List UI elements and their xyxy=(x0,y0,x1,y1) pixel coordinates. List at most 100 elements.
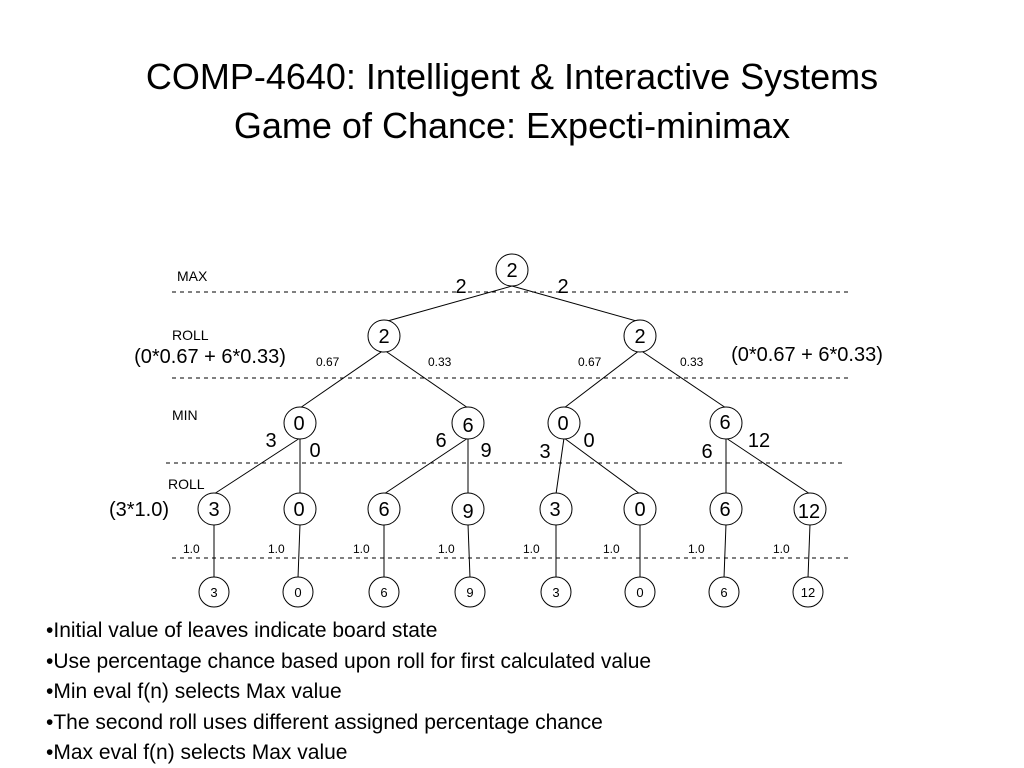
tree-edge xyxy=(723,523,727,579)
tree-node-roll xyxy=(623,319,657,353)
tree-edge xyxy=(807,523,811,579)
tree-edge xyxy=(639,349,727,409)
edge-value: 2 xyxy=(557,276,568,298)
level-label-min: MIN xyxy=(172,407,198,423)
tree-leaf xyxy=(282,576,314,608)
tree-leaf xyxy=(708,576,740,608)
node-value: 2 xyxy=(378,326,389,348)
slide-subtitle: Game of Chance: Expecti-minimax xyxy=(233,105,791,146)
node-value: 3 xyxy=(549,499,560,521)
edge-value: 3 xyxy=(539,441,550,463)
tree-node-roll xyxy=(367,492,401,526)
leaf-value: 12 xyxy=(801,585,815,600)
tree-edge xyxy=(467,523,471,579)
tree-node-roll xyxy=(197,492,231,526)
probability-label: 1.0 xyxy=(688,542,705,556)
bullet-item: Min eval f(n) selects Max value xyxy=(46,677,651,708)
leaf-value: 3 xyxy=(210,585,217,600)
node-value: 2 xyxy=(634,326,645,348)
probability-label: 1.0 xyxy=(268,542,285,556)
edge-value: 3 xyxy=(265,430,276,452)
edge-value: 6 xyxy=(435,430,446,452)
bullet-item: The second roll uses different assigned … xyxy=(46,708,651,739)
tree-edge xyxy=(563,349,641,409)
node-value: 6 xyxy=(719,499,730,521)
tree-node-min xyxy=(451,406,485,440)
tree-leaf xyxy=(792,576,824,608)
tree-node-roll xyxy=(539,492,573,526)
edge-value: 2 xyxy=(455,276,466,298)
tree-leaf xyxy=(624,576,656,608)
node-value: 0 xyxy=(557,413,568,435)
probability-label: 1.0 xyxy=(773,542,790,556)
node-value: 6 xyxy=(378,499,389,521)
tree-edge xyxy=(297,523,301,579)
tree-leaf xyxy=(454,576,486,608)
tree-leaf xyxy=(540,576,572,608)
tree-edge xyxy=(299,349,385,409)
probability-label: 1.0 xyxy=(183,542,200,556)
probability-label: 1.0 xyxy=(523,542,540,556)
leaf-value: 6 xyxy=(380,585,387,600)
tree-node-min xyxy=(709,406,743,440)
leaf-value: 0 xyxy=(294,585,301,600)
probability-label: 0.33 xyxy=(428,355,452,369)
probability-label: 0.67 xyxy=(316,355,340,369)
tree-edge xyxy=(725,437,811,495)
node-value: 2 xyxy=(506,260,517,282)
tree-node-roll xyxy=(623,492,657,526)
edge-value: 6 xyxy=(701,441,712,463)
bullet-item: Max eval f(n) selects Max value xyxy=(46,738,651,768)
tree-edge xyxy=(555,437,565,495)
level-label-max: MAX xyxy=(177,268,208,284)
probability-label: 1.0 xyxy=(603,542,620,556)
edge-value: 12 xyxy=(748,430,770,452)
probability-label: 0.67 xyxy=(578,355,602,369)
tree-leaf xyxy=(198,576,230,608)
bullet-item: Initial value of leaves indicate board s… xyxy=(46,616,651,647)
node-value: 6 xyxy=(462,415,473,437)
roll-formula: (3*1.0) xyxy=(109,499,169,521)
level-label-roll: ROLL xyxy=(172,327,209,343)
probability-label: 1.0 xyxy=(438,542,455,556)
roll-formula: (0*0.67 + 6*0.33) xyxy=(134,346,286,368)
leaf-value: 9 xyxy=(466,585,473,600)
node-value: 12 xyxy=(798,501,820,523)
edge-value: 0 xyxy=(309,440,320,462)
node-value: 3 xyxy=(208,499,219,521)
tree-edge xyxy=(383,285,513,323)
level-label-roll: ROLL xyxy=(168,476,205,492)
tree-node-roll xyxy=(709,492,743,526)
tree-edge xyxy=(383,349,469,409)
probability-label: 0.33 xyxy=(680,355,704,369)
probability-label: 1.0 xyxy=(353,542,370,556)
node-value: 0 xyxy=(293,413,304,435)
leaf-value: 3 xyxy=(552,585,559,600)
node-value: 6 xyxy=(719,412,730,434)
tree-edge xyxy=(563,437,641,495)
tree-leaf xyxy=(368,576,400,608)
tree-edge xyxy=(213,437,301,495)
leaf-value: 0 xyxy=(636,585,643,600)
tree-node-roll xyxy=(451,492,485,526)
tree-node-roll xyxy=(793,492,827,526)
roll-formula: (0*0.67 + 6*0.33) xyxy=(731,344,883,366)
slide-title: COMP-4640: Intelligent & Interactive Sys… xyxy=(145,56,879,97)
tree-node-min xyxy=(283,406,317,440)
tree-edge xyxy=(511,285,641,323)
bullet-list: Initial value of leaves indicate board s… xyxy=(46,616,651,768)
leaf-value: 6 xyxy=(720,585,727,600)
tree-node-roll xyxy=(283,492,317,526)
node-value: 0 xyxy=(293,499,304,521)
node-value: 9 xyxy=(462,501,473,523)
tree-node-max xyxy=(495,253,529,287)
tree-edge xyxy=(383,437,469,495)
tree-node-min xyxy=(547,406,581,440)
tree-node-roll xyxy=(367,319,401,353)
edge-value: 9 xyxy=(480,440,491,462)
bullet-item: Use percentage chance based upon roll fo… xyxy=(46,647,651,678)
edge-value: 0 xyxy=(583,430,594,452)
node-value: 0 xyxy=(634,499,645,521)
